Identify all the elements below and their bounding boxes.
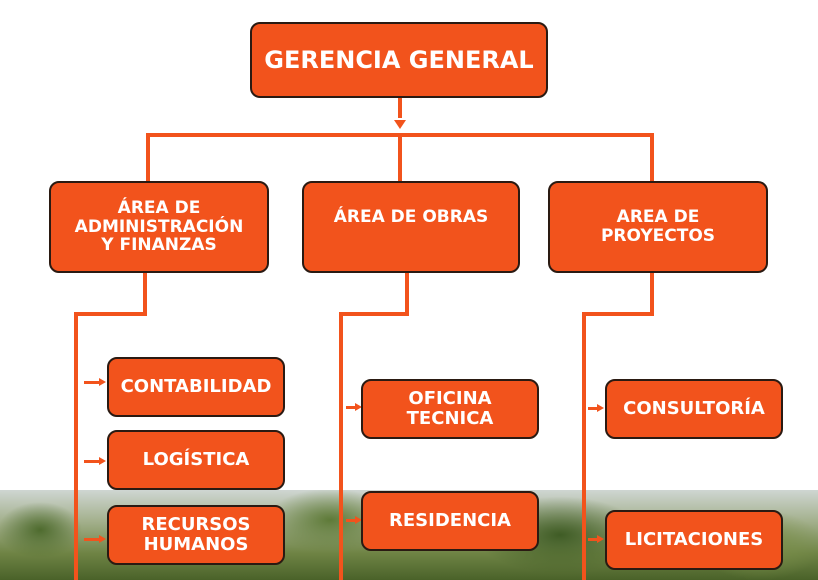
connector [84,381,100,384]
arrow-right-icon [99,535,106,543]
area-administracion-box: ÁREA DE ADMINISTRACIÓN Y FINANZAS [49,181,269,273]
recursos-humanos-box: RECURSOS HUMANOS [107,505,285,565]
consultoria-box: CONSULTORÍA [605,379,783,439]
connector [339,312,409,316]
arrow-right-icon [355,403,362,411]
connector [143,272,147,314]
connector [582,312,586,580]
connector [84,538,100,541]
connector [346,519,356,522]
connector [398,133,402,183]
gerencia-general-box: GERENCIA GENERAL [250,22,548,98]
area-proyectos-box: AREA DE PROYECTOS [548,181,768,273]
area-obras-box: ÁREA DE OBRAS [302,181,520,273]
connector [588,538,598,541]
connector [146,133,150,183]
arrow-right-icon [597,535,604,543]
arrow-right-icon [99,378,106,386]
arrow-down-icon [394,120,406,129]
residencia-box: RESIDENCIA [361,491,539,551]
connector [74,312,78,580]
connector [405,272,409,314]
connector [339,312,343,580]
licitaciones-box: LICITACIONES [605,510,783,570]
connector [84,460,100,463]
connector [582,312,654,316]
contabilidad-box: CONTABILIDAD [107,357,285,417]
connector [650,133,654,183]
connector [588,407,598,410]
connector [74,312,147,316]
oficina-tecnica-box: OFICINA TECNICA [361,379,539,439]
logistica-box: LOGÍSTICA [107,430,285,490]
connector [398,96,402,118]
arrow-right-icon [99,457,106,465]
arrow-right-icon [597,404,604,412]
connector [346,406,356,409]
connector [650,272,654,314]
arrow-right-icon [355,516,362,524]
